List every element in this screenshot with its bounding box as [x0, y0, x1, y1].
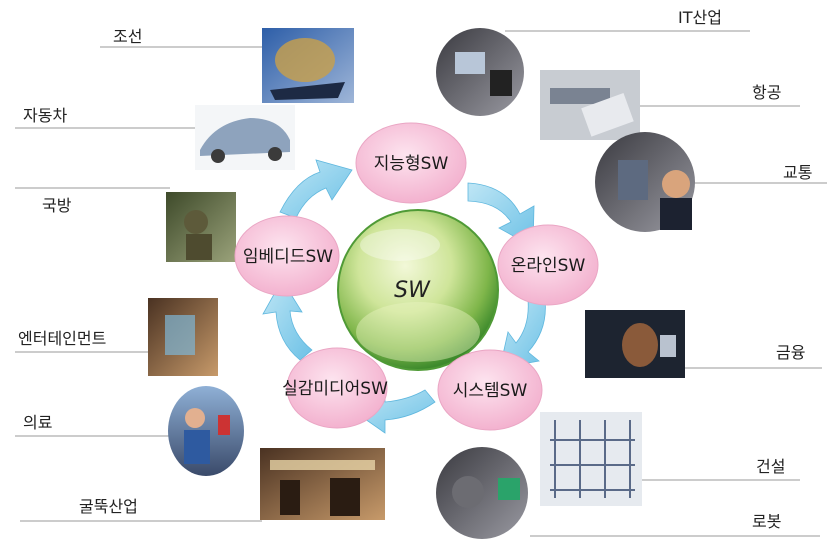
label-entertainment: 엔터테인먼트 [18, 329, 106, 348]
aviation-photo [540, 70, 640, 140]
finance-photo [585, 310, 685, 378]
node-intelligent-sw: 지능형SW [355, 122, 467, 204]
label-construction: 건설 [756, 457, 785, 476]
label-aviation: 항공 [752, 83, 781, 102]
sw-nodes: 지능형SW 온라인SW 시스템SW 실감미디어SW 임베디드SW [234, 122, 599, 431]
label-transportation: 교통 [783, 163, 812, 182]
node-label: 실감미디어SW [282, 379, 388, 399]
label-shipbuilding: 조선 [113, 27, 142, 46]
robot-photo [436, 447, 528, 539]
automobile-photo [195, 105, 295, 170]
label-medical: 의료 [23, 413, 52, 432]
arrow-online-to-system [499, 299, 546, 369]
node-label: 임베디드SW [243, 247, 333, 267]
center-label: SW [394, 278, 431, 303]
node-system-sw: 시스템SW [437, 349, 543, 431]
it-industry-photo [436, 28, 524, 116]
label-it-industry: IT산업 [678, 8, 722, 27]
node-immersive-media-sw: 실감미디어SW [282, 347, 388, 429]
node-embedded-sw: 임베디드SW [234, 215, 340, 297]
label-smokestack-industry: 굴뚝산업 [79, 497, 138, 516]
label-finance: 금융 [776, 343, 805, 362]
transportation-photo [595, 132, 695, 232]
construction-photo [540, 412, 642, 506]
industry-labels-left: 조선 자동차 국방 엔터테인먼트 의료 굴뚝산업 [18, 27, 142, 516]
center-sphere: SW [337, 209, 499, 371]
node-label: 시스템SW [453, 381, 528, 401]
node-label: 지능형SW [374, 154, 449, 174]
entertainment-photo [148, 298, 218, 376]
arrow-embedded-to-intelligent [279, 159, 353, 219]
node-label: 온라인SW [511, 256, 586, 276]
node-online-sw: 온라인SW [497, 224, 599, 306]
label-automobile: 자동차 [23, 106, 67, 125]
smokestack-industry-photo [260, 448, 385, 520]
industry-labels-right: IT산업 항공 교통 금융 건설 로봇 [678, 8, 812, 531]
industry-photos [148, 28, 695, 539]
shipbuilding-photo [262, 28, 354, 103]
leader-lines [15, 30, 827, 537]
label-robot: 로봇 [752, 512, 781, 531]
medical-photo [168, 386, 244, 476]
defense-photo [166, 192, 236, 262]
label-defense: 국방 [42, 196, 72, 215]
